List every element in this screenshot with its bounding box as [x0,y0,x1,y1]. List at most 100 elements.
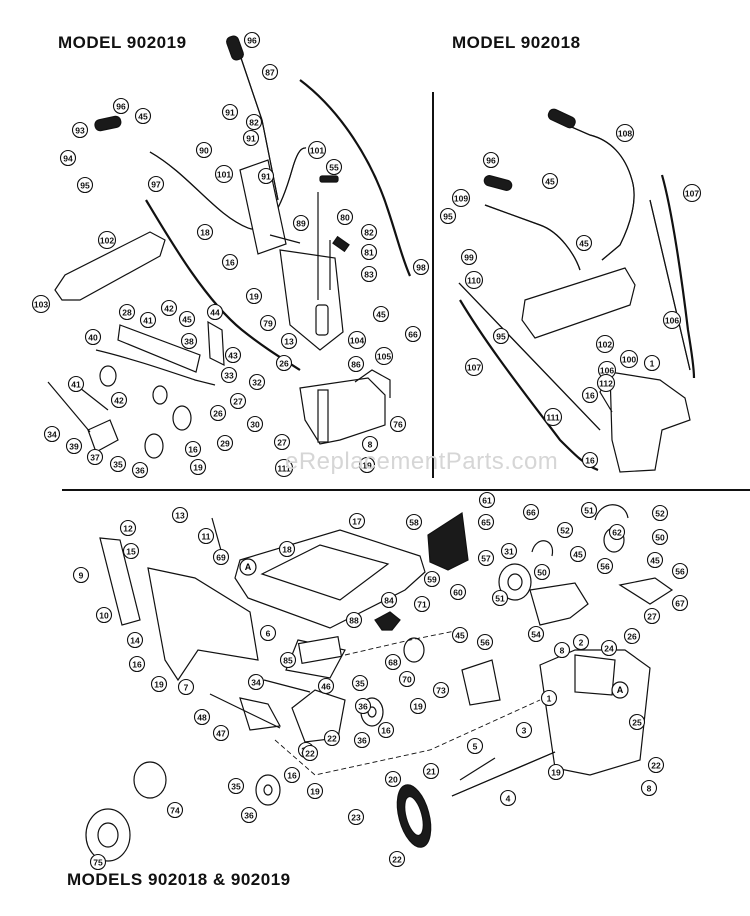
part-callout-107: 107 [464,357,484,377]
part-callout-label: 22 [392,855,402,865]
part-callout-label: 35 [113,460,123,470]
part-callout-label: 102 [598,340,612,350]
part-callout-28: 28 [118,303,136,321]
part-callout-51: 51 [491,589,509,607]
part-callout-label: 19 [551,768,561,778]
part-callout-label: 34 [47,430,57,440]
part-callout-label: 59 [427,575,437,585]
part-callout-label: 51 [495,594,505,604]
part-callout-101: 101 [307,140,327,160]
part-callout-18: 18 [196,223,214,241]
part-callout-label: 56 [480,638,490,648]
part-callout-89: 89 [292,214,310,232]
part-callout-76: 76 [389,415,407,433]
part-callout-84: 84 [380,591,398,609]
part-callout-label: 94 [63,154,73,164]
part-callout-104: 104 [347,330,367,350]
part-callout-label: 82 [249,118,259,128]
part-callout-label: 19 [154,680,164,690]
part-callout-93: 93 [71,121,89,139]
part-callout-label: 23 [351,813,361,823]
part-callout-label: 7 [184,683,189,693]
part-callout-label: 34 [251,678,261,688]
part-callout-26: 26 [623,627,641,645]
part-callout-19: 19 [189,458,207,476]
part-callout-46: 46 [317,677,335,695]
part-callout-label: 96 [116,102,126,112]
part-callout-51: 51 [580,501,598,519]
part-callout-86: 86 [347,355,365,373]
part-callout-41: 41 [67,375,85,393]
part-callout-27: 27 [273,433,291,451]
part-callout-91: 91 [257,167,275,185]
part-callout-20: 20 [384,770,402,788]
part-callout-label: 17 [352,517,362,527]
part-callout-label: 86 [351,360,361,370]
part-callout-label: 15 [126,547,136,557]
part-callout-56: 56 [671,562,689,580]
part-callout-21: 21 [422,762,440,780]
part-callout-8: 8 [361,435,379,453]
part-callout-label: 39 [69,442,79,452]
part-callout-105: 105 [374,346,394,366]
part-callout-22: 22 [647,756,665,774]
part-callout-45: 45 [575,234,593,252]
part-callout-label: 16 [585,456,595,466]
part-callout-label: 10 [99,611,109,621]
part-callout-label: 1 [547,694,552,704]
part-callout-107: 107 [682,183,702,203]
part-callout-52: 52 [556,521,574,539]
part-callout-1: 1 [540,689,558,707]
part-callout-109: 109 [451,188,471,208]
part-callout-label: 54 [531,630,541,640]
reference-marker-a-2: A [617,685,624,695]
part-callout-31: 31 [500,542,518,560]
part-callout-59: 59 [423,570,441,588]
part-callout-42: 42 [160,299,178,317]
part-callout-96: 96 [482,151,500,169]
part-callout-label: 81 [364,248,374,258]
part-callout-label: 45 [376,310,386,320]
part-callout-16: 16 [283,766,301,784]
part-callout-26: 26 [275,354,293,372]
part-callout-label: 45 [650,556,660,566]
part-callout-24: 24 [600,639,618,657]
part-callout-label: 61 [482,496,492,506]
part-callout-36: 36 [354,697,372,715]
part-callout-label: 8 [560,646,565,656]
part-callout-label: 2 [579,638,584,648]
part-callout-label: 66 [408,330,418,340]
part-callout-label: 16 [132,660,142,670]
part-callout-26: 26 [209,404,227,422]
part-callout-label: 95 [496,332,506,342]
part-callout-label: 28 [122,308,132,318]
part-callout-label: 107 [685,189,699,199]
part-callout-label: 109 [454,194,468,204]
part-callout-40: 40 [84,328,102,346]
part-callout-label: 45 [455,631,465,641]
part-callout-62: 62 [608,523,626,541]
part-callout-75: 75 [89,853,107,871]
part-callout-label: 75 [93,858,103,868]
part-callout-label: 65 [481,518,491,528]
part-callout-label: 45 [138,112,148,122]
part-callout-10: 10 [95,606,113,624]
part-callout-19: 19 [150,675,168,693]
part-callout-label: 96 [486,156,496,166]
part-callout-16: 16 [581,451,599,469]
part-callout-111: 111 [543,407,563,427]
part-callout-45: 45 [451,626,469,644]
part-callout-82: 82 [360,223,378,241]
part-callout-102: 102 [595,334,615,354]
part-callout-label: 56 [600,562,610,572]
part-callout-label: 104 [350,336,364,346]
part-callout-label: 76 [393,420,403,430]
part-callout-label: 111 [277,464,291,474]
model-902018-handle-assembly [458,108,696,473]
part-callout-label: 13 [284,337,294,347]
part-callout-label: 22 [651,761,661,771]
part-callout-50: 50 [533,563,551,581]
part-callout-label: 18 [282,545,292,555]
